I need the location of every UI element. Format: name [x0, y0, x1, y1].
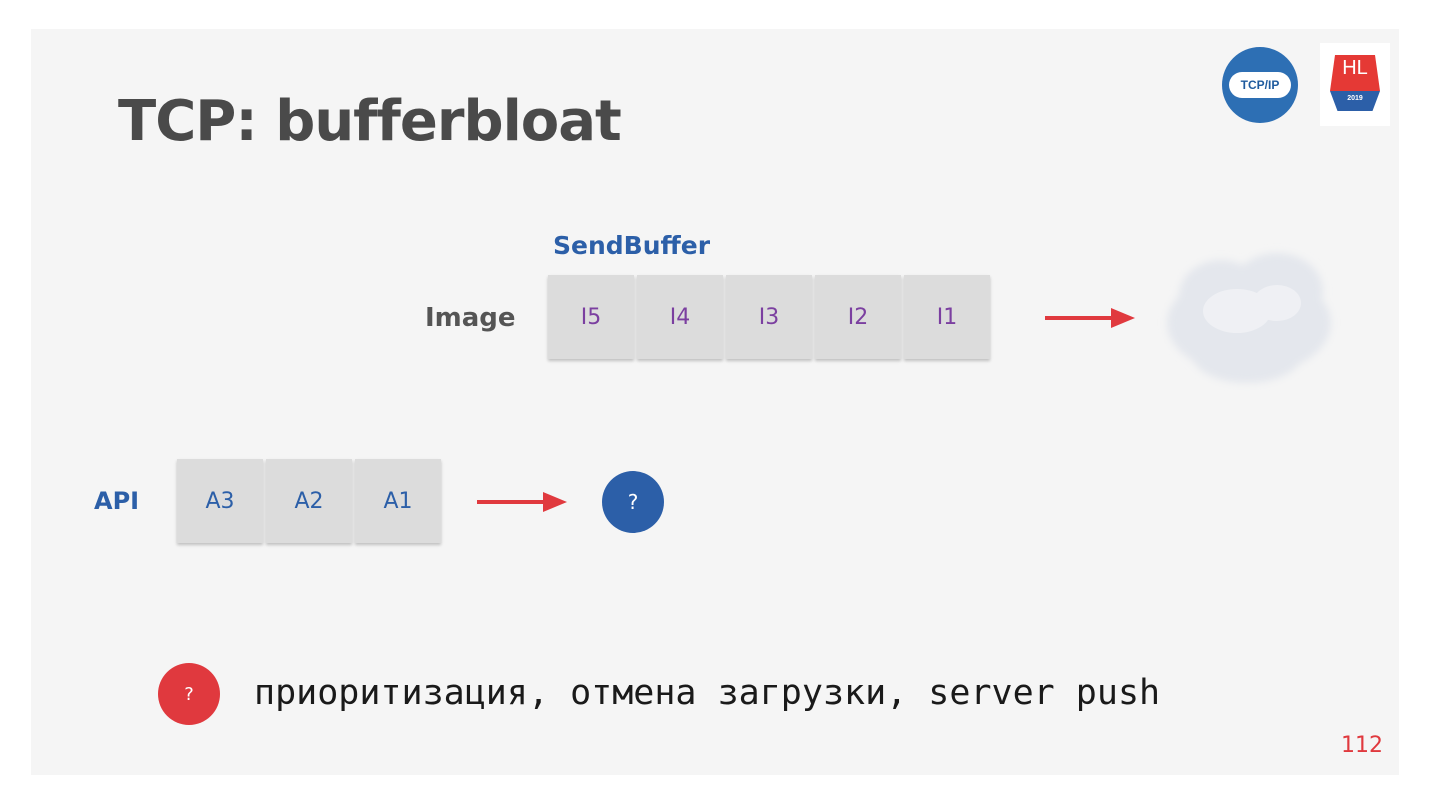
highload-logo: HL 2019 [1320, 43, 1390, 126]
hl-logo-year: 2019 [1347, 95, 1363, 102]
image-arrow-icon [1045, 308, 1135, 328]
hl-logo-text: HL [1342, 57, 1368, 79]
question-mark-icon: ? [602, 471, 664, 533]
image-buffer-cell: I2 [815, 275, 901, 359]
tcp-ip-logo: TCP/IP [1222, 47, 1298, 123]
api-buffer-row: A3 A2 A1 [177, 459, 444, 543]
api-buffer-cell: A2 [266, 459, 352, 543]
image-buffer-row: I5 I4 I3 I2 I1 [548, 275, 993, 359]
api-stream-label: API [94, 487, 140, 515]
api-buffer-cell: A3 [177, 459, 263, 543]
image-stream-label: Image [425, 303, 516, 333]
image-buffer-cell: I5 [548, 275, 634, 359]
image-buffer-cell: I1 [904, 275, 990, 359]
tcp-ip-badge: TCP/IP [1229, 72, 1291, 98]
question-mark-icon: ? [158, 663, 220, 725]
page-number: 112 [1341, 733, 1383, 758]
api-buffer-cell: A1 [355, 459, 441, 543]
api-arrow-icon [477, 492, 567, 512]
slide: TCP: bufferbloat TCP/IP HL 2019 SendBuff… [31, 29, 1399, 775]
image-buffer-cell: I3 [726, 275, 812, 359]
cloud-icon [1167, 253, 1331, 383]
slide-title: TCP: bufferbloat [118, 89, 622, 154]
image-buffer-cell: I4 [637, 275, 723, 359]
sendbuffer-label: SendBuffer [553, 231, 711, 260]
hl-flag-icon: HL 2019 [1330, 55, 1380, 111]
summary-text: приоритизация, отмена загрузки, server p… [254, 673, 1161, 713]
